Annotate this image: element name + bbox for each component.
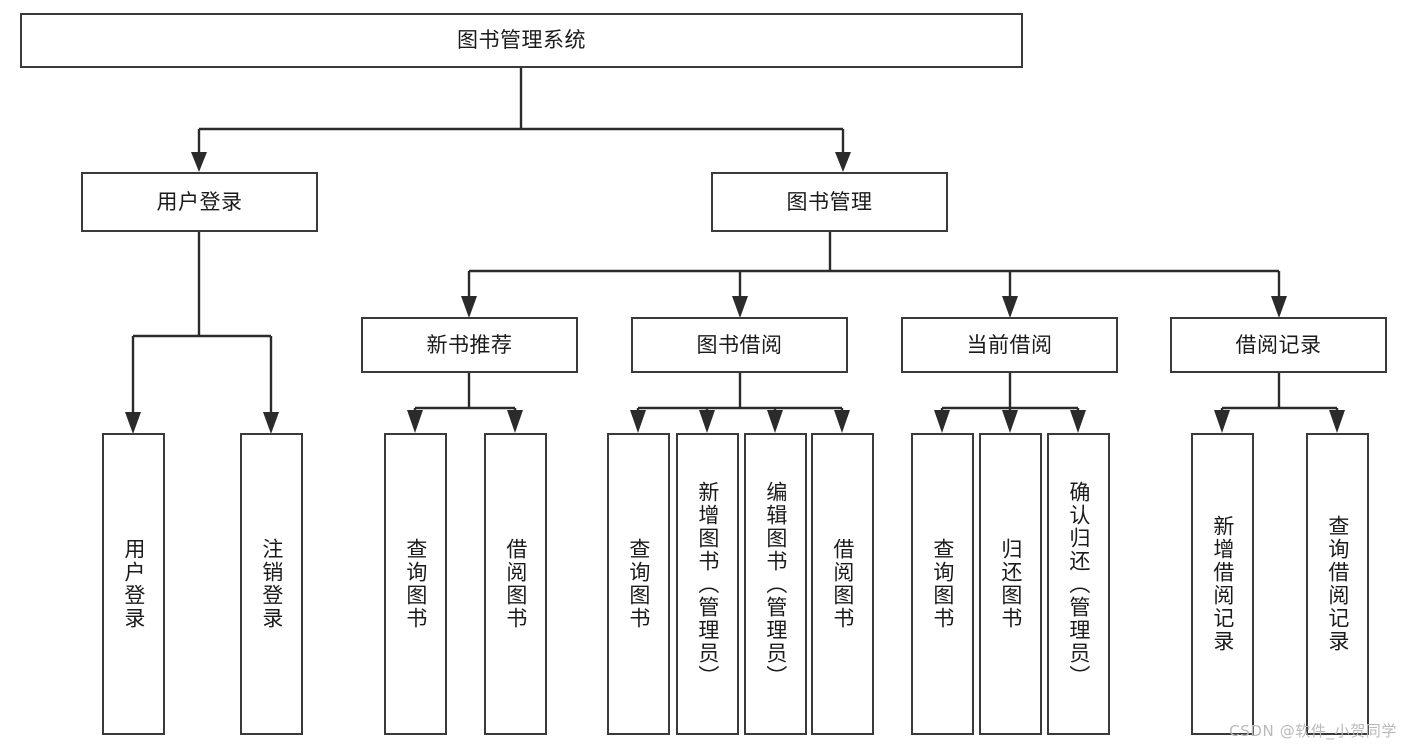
leaf-query-book-2-label: 查询图书 [626, 538, 651, 630]
node-root-label: 图书管理系统 [457, 28, 586, 53]
leaf-edit-book-admin-label: 编辑图书（管理员） [763, 480, 788, 688]
leaf-borrow-book-2[interactable]: 借阅图书 [811, 433, 874, 735]
node-user-login[interactable]: 用户登录 [81, 172, 318, 232]
leaf-query-book-3[interactable]: 查询图书 [911, 433, 974, 735]
node-book-borrow-label: 图书借阅 [696, 332, 783, 357]
leaf-confirm-return-admin[interactable]: 确认归还（管理员） [1047, 433, 1110, 735]
leaf-user-login[interactable]: 用户登录 [102, 433, 165, 735]
leaf-return-book[interactable]: 归还图书 [979, 433, 1042, 735]
leaf-confirm-return-admin-label: 确认归还（管理员） [1066, 480, 1091, 688]
leaf-user-logout-label: 注销登录 [259, 538, 284, 630]
leaf-user-logout[interactable]: 注销登录 [240, 433, 303, 735]
leaf-edit-book-admin[interactable]: 编辑图书（管理员） [744, 433, 807, 735]
node-book-manage[interactable]: 图书管理 [711, 172, 948, 232]
leaf-borrow-book-2-label: 借阅图书 [830, 538, 855, 630]
node-book-manage-label: 图书管理 [786, 189, 873, 214]
leaf-add-book-admin-label: 新增图书（管理员） [695, 480, 720, 688]
leaf-query-book-1-label: 查询图书 [403, 538, 428, 630]
leaf-add-borrow-record[interactable]: 新增借阅记录 [1191, 433, 1254, 735]
node-book-borrow[interactable]: 图书借阅 [631, 317, 848, 373]
node-new-book-recommend[interactable]: 新书推荐 [361, 317, 578, 373]
leaf-add-book-admin[interactable]: 新增图书（管理员） [676, 433, 739, 735]
leaf-query-book-2[interactable]: 查询图书 [607, 433, 670, 735]
leaf-return-book-label: 归还图书 [998, 538, 1023, 630]
node-new-book-recommend-label: 新书推荐 [426, 332, 513, 357]
node-current-borrow-label: 当前借阅 [966, 332, 1053, 357]
leaf-user-login-label: 用户登录 [121, 538, 146, 630]
leaf-query-book-1[interactable]: 查询图书 [384, 433, 447, 735]
leaf-query-book-3-label: 查询图书 [930, 538, 955, 630]
leaf-query-borrow-record[interactable]: 查询借阅记录 [1306, 433, 1369, 735]
node-root[interactable]: 图书管理系统 [20, 13, 1023, 68]
node-user-login-label: 用户登录 [156, 189, 243, 214]
leaf-query-borrow-record-label: 查询借阅记录 [1325, 515, 1350, 653]
node-current-borrow[interactable]: 当前借阅 [901, 317, 1118, 373]
node-borrow-record-label: 借阅记录 [1235, 332, 1322, 357]
watermark-text: CSDN @软件_小贺同学 [1229, 722, 1397, 740]
node-borrow-record[interactable]: 借阅记录 [1170, 317, 1387, 373]
leaf-borrow-book-1[interactable]: 借阅图书 [484, 433, 547, 735]
leaf-borrow-book-1-label: 借阅图书 [503, 538, 528, 630]
leaf-add-borrow-record-label: 新增借阅记录 [1210, 515, 1235, 653]
